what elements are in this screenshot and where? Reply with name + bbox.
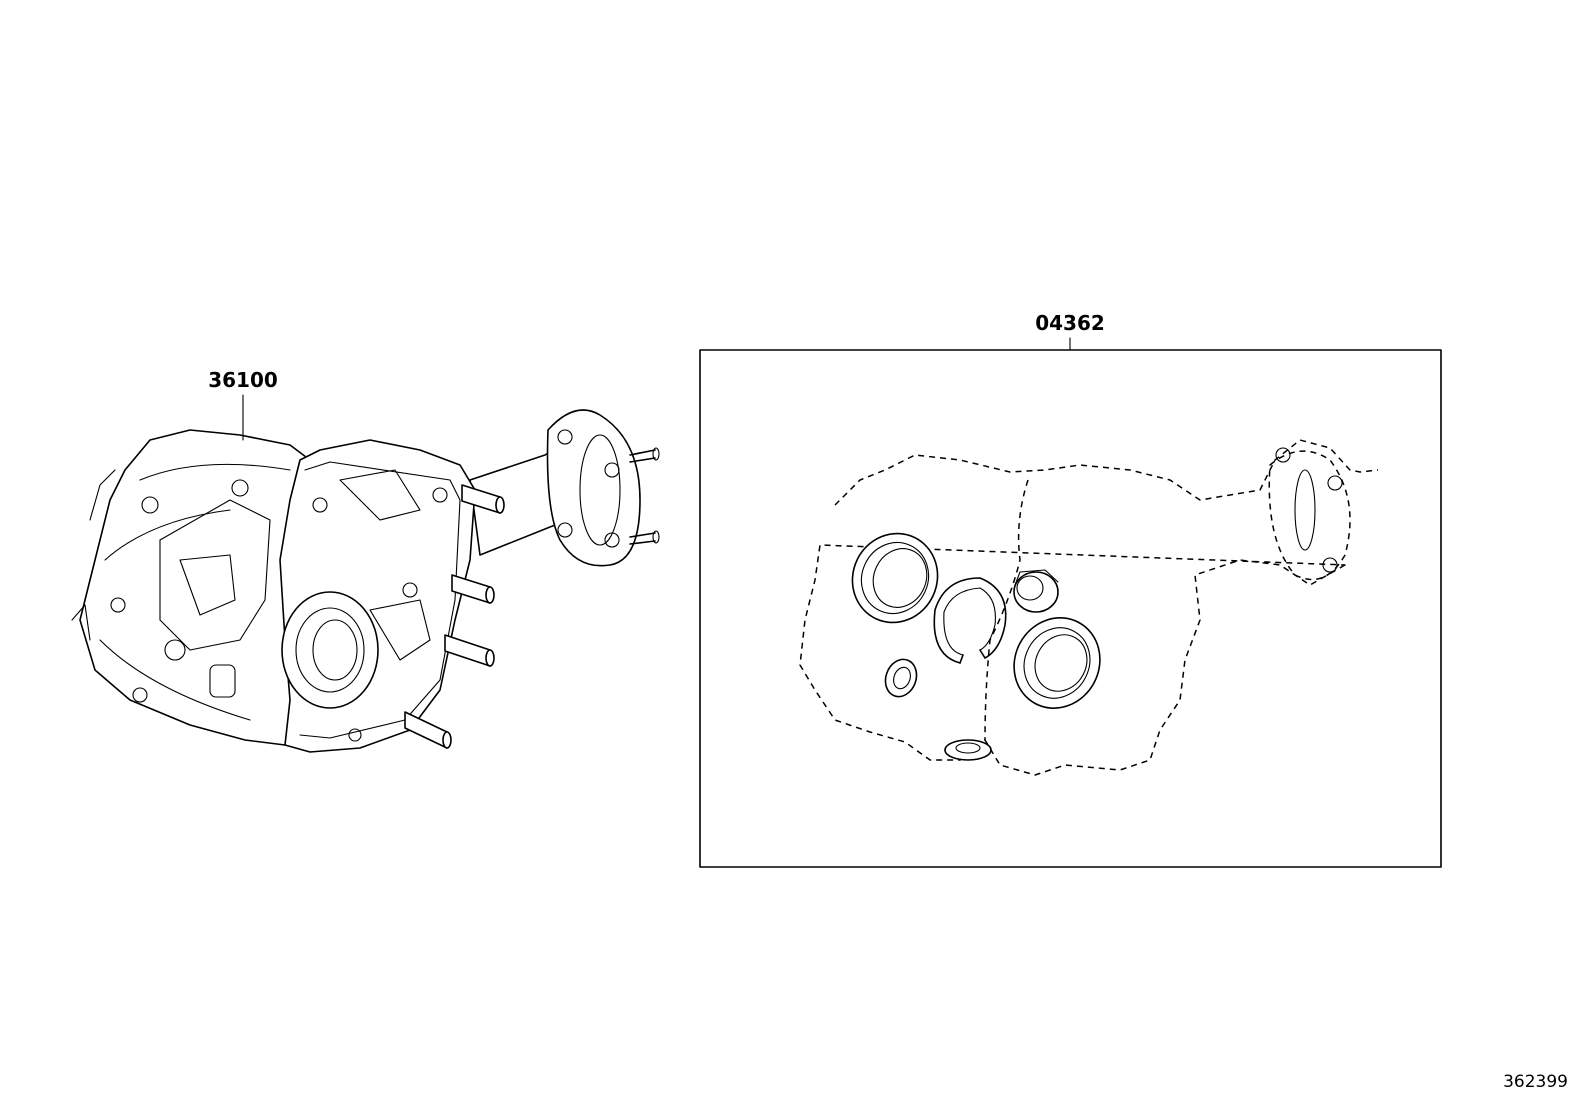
washer-small[interactable] [880, 655, 921, 701]
snap-ring[interactable] [933, 577, 1007, 664]
differential-assembly-illustration[interactable] [71, 409, 660, 753]
illustration-id: 362399 [1503, 1072, 1568, 1092]
gasket-kit-box [699, 349, 1442, 868]
oil-seal-large[interactable] [838, 519, 952, 636]
plug[interactable] [1013, 569, 1059, 613]
part-number-04362[interactable]: 04362 [1035, 311, 1105, 335]
part-number-36100[interactable]: 36100 [208, 368, 278, 392]
gasket-kit-illustration[interactable] [799, 439, 1379, 776]
oil-seal-right[interactable] [998, 603, 1115, 724]
gasket-bottom[interactable] [944, 739, 992, 761]
